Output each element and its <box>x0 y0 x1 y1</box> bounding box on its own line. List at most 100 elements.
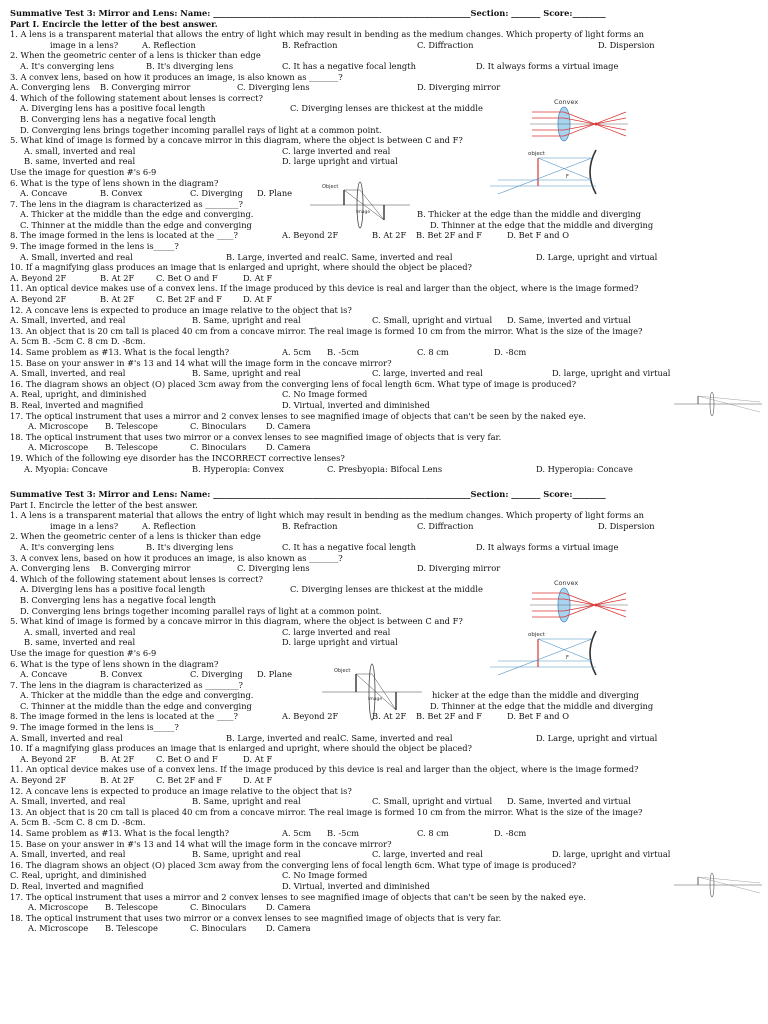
option-4d: D. Converging lens brings together incom… <box>20 605 382 616</box>
option-9b: B. Large, inverted and real <box>226 732 340 743</box>
question-13: 13. An object that is 20 cm tall is plac… <box>10 325 643 336</box>
option-15a: A. Small, inverted, and real <box>10 368 126 379</box>
question-12: 12. A concave lens is expected to produc… <box>10 785 352 796</box>
option-8d: D. Bet F and O <box>507 711 570 722</box>
option-1b: B. Refraction <box>282 520 338 531</box>
option-1d: D. Dispersion <box>598 39 655 50</box>
option-11b: B. At 2F <box>100 294 135 305</box>
question-11: 11. An optical device makes use of a con… <box>10 764 639 775</box>
option-14d: D. -8cm <box>494 828 527 838</box>
option-16a: C. Real, upright, and diminished <box>10 870 147 881</box>
option-8b: B. At 2F <box>372 711 407 722</box>
option-14b: B. -5cm <box>327 828 359 838</box>
option-8c: B. Bet 2F and F <box>416 230 483 241</box>
option-18c: C. Binoculars <box>190 923 247 934</box>
object-text: Object <box>334 668 350 674</box>
question-8: 8. The image formed in the lens is locat… <box>10 230 238 241</box>
option-19b: B. Hyperopia: Convex <box>192 463 284 474</box>
question-14: 14. Same problem as #13. What is the foc… <box>10 828 230 838</box>
option-4d: D. Converging lens brings together incom… <box>20 124 382 135</box>
option-16b: B. Real, inverted and magnified <box>10 399 144 410</box>
option-15d: D. large, upright and virtual <box>552 368 671 379</box>
option-5d: D. large upright and virtual <box>282 637 398 648</box>
question-1-cont: image in a lens? <box>50 520 119 531</box>
question-12: 12. A concave lens is expected to produc… <box>10 304 352 315</box>
question-2: 2. When the geometric center of a lens i… <box>10 50 261 61</box>
option-19a: A. Myopia: Concave <box>24 463 108 474</box>
concave-mirror-diagram: object F <box>490 149 597 195</box>
option-7d: D. Thinner at the edge that the middle a… <box>430 219 654 230</box>
question-3: 3. A convex lens, based on how it produc… <box>10 552 343 563</box>
option-14d: D. -8cm <box>494 347 527 357</box>
option-4b: B. Converging lens has a negative focal … <box>20 113 217 124</box>
lens-shape <box>709 391 715 417</box>
option-6c: C. Diverging <box>190 188 243 199</box>
option-11d: D. At F <box>243 294 273 305</box>
option-2c: C. It has a negative focal length <box>282 541 416 552</box>
question-19: 19. Which of the following eye disorder … <box>10 452 345 463</box>
option-2a: A. It's converging lens <box>20 541 115 552</box>
option-15b: B. Same, upright and real <box>192 368 301 379</box>
lens-shape <box>368 663 376 721</box>
option-8b: B. At 2F <box>372 230 407 241</box>
option-17c: C. Binoculars <box>190 421 247 432</box>
option-14c: C. 8 cm <box>417 347 449 357</box>
option-18b: B. Telescope <box>105 442 158 453</box>
option-5b: B. same, inverted and real <box>24 637 136 648</box>
option-2b: B. It's diverging lens <box>146 541 234 552</box>
option-12b: B. Same, upright and real <box>192 315 301 326</box>
option-3d: D. Diverging mirror <box>417 82 501 93</box>
option-12c: C. Small, upright and virtual <box>372 796 493 807</box>
question-16: 16. The diagram shows an object (O) plac… <box>10 859 577 870</box>
option-5c: C. large inverted and real <box>282 626 391 637</box>
option-5a: A. small, inverted and real <box>24 145 136 156</box>
option-16b: D. Real, inverted and magnified <box>10 880 144 891</box>
convex-lens-diagram: Convex <box>530 579 628 623</box>
option-8c: B. Bet 2F and F <box>416 711 483 722</box>
option-14a: A. 5cm <box>282 828 312 838</box>
option-6a: A. Concave <box>20 669 68 680</box>
option-3b: B. Converging mirror <box>100 82 191 93</box>
question-11: 11. An optical device makes use of a con… <box>10 283 639 294</box>
object-text: Object <box>322 184 338 190</box>
option-3c: C. Diverging lens <box>237 563 310 574</box>
question-3: 3. A convex lens, based on how it produc… <box>10 71 343 82</box>
option-3d: D. Diverging mirror <box>417 563 501 574</box>
question-7: 7. The lens in the diagram is characteri… <box>10 679 243 690</box>
option-11d: D. At F <box>243 775 273 786</box>
option-1d: D. Dispersion <box>598 520 655 531</box>
question-2: 2. When the geometric center of a lens i… <box>10 531 261 542</box>
option-8a: A. Beyond 2F <box>282 230 339 241</box>
option-12a: A. Small, inverted, and real <box>10 796 126 807</box>
option-15b: B. Same, upright and real <box>192 849 301 860</box>
lens-shape <box>709 872 715 898</box>
option-11b: B. At 2F <box>100 775 135 786</box>
focal-point <box>594 122 598 126</box>
convex-lens-diagram: Convex <box>530 98 628 142</box>
question-16: 16. The diagram shows an object (O) plac… <box>10 378 577 389</box>
option-12b: B. Same, upright and real <box>192 796 301 807</box>
lens-shape <box>356 181 364 229</box>
option-15c: C. large, inverted and real <box>372 849 483 860</box>
option-4b: B. Converging lens has a negative focal … <box>20 594 217 605</box>
question-4: 4. Which of the following statement abou… <box>10 92 263 103</box>
option-18d: D. Camera <box>266 442 311 453</box>
converging-lens-diagram <box>674 872 762 898</box>
option-12c: C. Small, upright and virtual <box>372 315 493 326</box>
option-6d: D. Plane <box>257 669 293 680</box>
option-16d: D. Virtual, inverted and diminished <box>282 880 430 891</box>
option-5a: A. small, inverted and real <box>24 626 136 637</box>
option-6a: A. Concave <box>20 188 68 199</box>
question-18: 18. The optical instrument that uses two… <box>10 431 502 442</box>
option-17d: D. Camera <box>266 902 311 913</box>
convex-label: Convex <box>554 98 578 106</box>
question-5: 5. What kind of image is formed by a con… <box>10 135 463 146</box>
option-9a: A. Small, inverted and real <box>20 251 133 262</box>
option-2d: D. It always forms a virtual image <box>476 541 619 552</box>
question-4: 4. Which of the following statement abou… <box>10 573 263 584</box>
test-header: Summative Test 3: Mirror and Lens: Name:… <box>10 8 606 18</box>
question-9: 9. The image formed in the lens is_____? <box>10 241 179 252</box>
concave-mirror-diagram: object F <box>490 630 597 676</box>
ray-lines <box>355 673 397 711</box>
question-17: 17. The optical instrument that uses a m… <box>10 891 586 902</box>
